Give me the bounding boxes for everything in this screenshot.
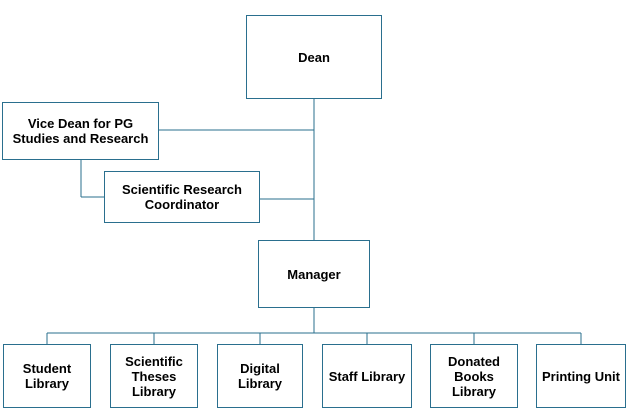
staff-library-box: Staff Library xyxy=(322,344,412,408)
student-library-box: Student Library xyxy=(3,344,91,408)
theses-library-box: Scientific Theses Library xyxy=(110,344,198,408)
vice-dean-box: Vice Dean for PG Studies and Research xyxy=(2,102,159,160)
manager-box: Manager xyxy=(258,240,370,308)
printing-unit-box: Printing Unit xyxy=(536,344,626,408)
research-coordinator-box: Scientific Research Coordinator xyxy=(104,171,260,223)
dean-box: Dean xyxy=(246,15,382,99)
donated-books-library-box: Donated Books Library xyxy=(430,344,518,408)
digital-library-box: Digital Library xyxy=(217,344,303,408)
